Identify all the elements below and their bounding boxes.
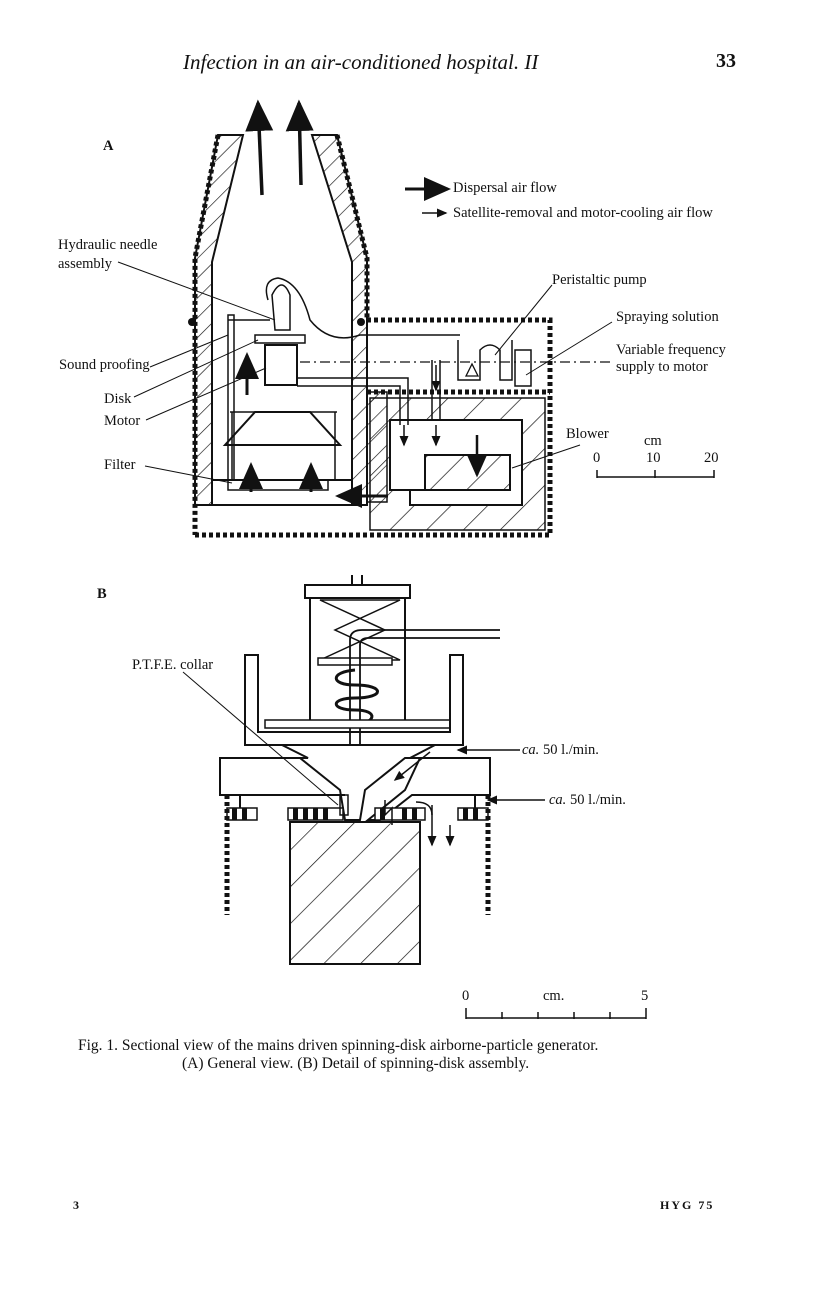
needle-assembly	[271, 284, 291, 331]
footer-journal-code: HYG 75	[660, 1198, 715, 1212]
page-number: 33	[716, 50, 736, 72]
label-flow-1: ca. 50 l./min.	[522, 742, 599, 759]
caption-line-2: (A) General view. (B) Detail of spinning…	[182, 1055, 530, 1072]
disk	[254, 334, 306, 344]
label-blower: Blower	[566, 426, 609, 442]
label-hydraulic-2: assembly	[58, 256, 112, 272]
label-disk: Disk	[104, 391, 132, 407]
blower	[389, 419, 523, 506]
label-flow-2: ca. 50 l./min.	[549, 792, 626, 809]
flow-1-value: 50 l./min.	[542, 742, 599, 758]
flow-2-value: 50 l./min.	[569, 792, 626, 808]
scale-bar-a	[596, 470, 715, 478]
scale-b-tick-0: 0	[462, 988, 470, 1004]
label-motor: Motor	[104, 413, 141, 429]
figure-a-drawing	[117, 99, 715, 538]
dispersal-arrow-up-left	[245, 99, 274, 196]
scale-b-tick-5: 5	[641, 988, 649, 1004]
footer-signature: 3	[73, 1198, 79, 1212]
legend-satellite: Satellite-removal and motor-cooling air …	[453, 205, 713, 221]
label-filter: Filter	[104, 457, 136, 473]
feed-tube	[265, 277, 460, 339]
scale-a-unit: cm	[644, 433, 662, 449]
duct	[297, 377, 409, 425]
dispersal-arrow-up-right	[285, 99, 314, 186]
scale-bar-b	[465, 1008, 647, 1019]
funnel-plate	[219, 744, 491, 821]
label-hydraulic-1: Hydraulic needle	[58, 237, 158, 253]
label-peristaltic-pump: Peristaltic pump	[552, 272, 647, 288]
spraying-solution-bottle	[514, 349, 532, 387]
ca-prefix-2: ca.	[549, 792, 567, 808]
label-sound-proofing: Sound proofing	[59, 357, 150, 373]
motor-block	[289, 821, 421, 965]
spinning-disk	[226, 807, 489, 821]
spring	[334, 668, 379, 726]
peristaltic-pump	[457, 340, 513, 381]
scale-a-tick-0: 0	[593, 450, 601, 466]
filter	[227, 479, 329, 491]
panel-label-b: B	[97, 586, 107, 602]
caption-line-1: Fig. 1. Sectional view of the mains driv…	[78, 1037, 599, 1054]
motor	[264, 344, 298, 386]
cone-housing	[222, 411, 343, 446]
panel-label-a: A	[103, 138, 114, 154]
ca-prefix-1: ca.	[522, 742, 540, 758]
legend-dispersal: Dispersal air flow	[453, 180, 557, 196]
running-title: Infection in an air-conditioned hospital…	[183, 50, 539, 74]
scale-a-tick-20: 20	[704, 450, 719, 466]
sound-proofing-left	[192, 134, 221, 535]
figure-b-drawing	[182, 575, 647, 1019]
label-variable-2: supply to motor	[616, 359, 708, 375]
label-spraying-solution: Spraying solution	[616, 309, 719, 325]
sound-proofing-bottom	[195, 317, 553, 538]
scale-b-unit: cm.	[543, 988, 565, 1004]
sound-proofing-right	[334, 134, 370, 320]
scale-a-tick-10: 10	[646, 450, 661, 466]
label-variable-1: Variable frequency	[616, 342, 726, 358]
label-ptfe-collar: P.T.F.E. collar	[132, 657, 214, 673]
